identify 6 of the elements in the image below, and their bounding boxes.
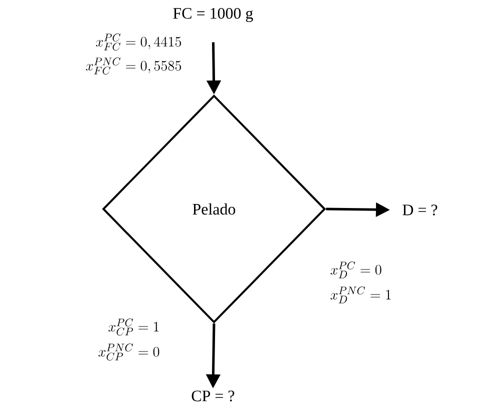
stream-label: D = ? [402, 204, 438, 216]
stream-label: CP = ? [192, 390, 234, 402]
stream-label: FC = 1000 g [173, 8, 253, 22]
mass-fraction: $x_{CP}^{PNC} = 0$ [98, 343, 160, 361]
mass-fraction: $x_{FC}^{PNC} = 0,5585$ [86, 57, 182, 75]
mass-fraction: $x_{FC}^{PC} = 0,4415$ [96, 33, 182, 51]
